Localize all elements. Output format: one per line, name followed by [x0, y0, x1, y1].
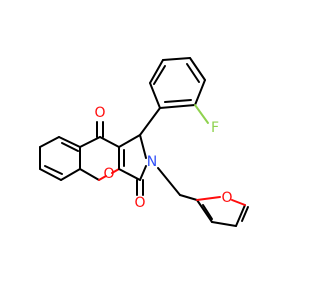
ketone [96, 121, 104, 138]
bond [139, 165, 147, 181]
bond [235, 204, 246, 227]
furylmethyl-group [157, 167, 249, 227]
bond [202, 204, 213, 220]
pyranone-ring [79, 136, 125, 181]
bond [79, 136, 101, 148]
bond [164, 99, 192, 103]
bond [194, 79, 206, 106]
benzo-ring [39, 136, 100, 181]
bond [61, 142, 79, 152]
bond [39, 136, 60, 148]
ketone-oxygen-label: O [94, 105, 105, 121]
bond [186, 63, 200, 83]
bond [149, 59, 164, 84]
bond [179, 194, 198, 201]
bond [241, 206, 249, 222]
atom-labels: F O O O N O [94, 105, 232, 211]
bond [118, 168, 141, 181]
bond [79, 168, 100, 181]
bond [98, 175, 107, 181]
lactam-oxygen-label: O [134, 195, 145, 211]
bond [118, 134, 141, 148]
bond [162, 57, 191, 61]
bond [211, 221, 237, 227]
furan-oxygen-label: O [221, 190, 232, 206]
bond [189, 57, 206, 81]
bond [111, 168, 120, 174]
bond [153, 65, 166, 85]
structure-canvas: F O O O N O [0, 0, 300, 300]
bond [139, 134, 147, 159]
bond [99, 136, 120, 148]
bond [196, 196, 221, 201]
bond [196, 199, 213, 223]
pyrrolidinone-ring [118, 134, 147, 196]
bond [159, 104, 196, 109]
fluorophenyl-ring [139, 57, 209, 136]
ring-oxygen-label: O [103, 166, 114, 182]
background [0, 0, 300, 300]
bond [194, 104, 209, 124]
bond [139, 107, 161, 136]
nitrogen-label: N [147, 154, 157, 170]
bond [149, 82, 161, 109]
bond [231, 199, 246, 206]
bond [157, 167, 181, 196]
bond [39, 168, 62, 181]
bond [58, 136, 81, 148]
molecule-structure: F O O O N O [0, 0, 300, 300]
bond [60, 168, 81, 181]
fluorine-label: F [211, 120, 219, 136]
bond [44, 165, 63, 175]
